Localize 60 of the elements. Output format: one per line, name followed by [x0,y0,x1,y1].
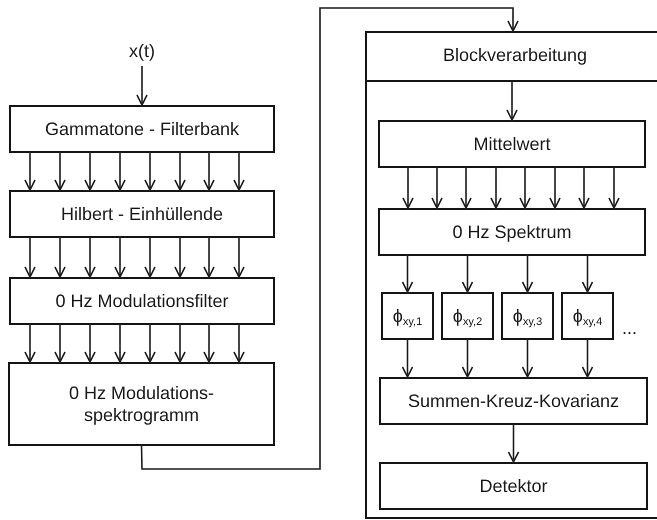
process-box: 0 Hz Modulationsfilter [9,277,275,325]
arrow [506,82,518,121]
arrow [203,153,215,191]
arrow [203,325,215,363]
arrow [24,325,36,363]
process-box: Detektor [379,462,648,510]
arrow [460,168,472,209]
arrow [114,238,126,278]
arrow [233,153,245,191]
arrow [402,256,414,293]
arrow [144,238,156,278]
arrow [140,7,519,470]
function-box: ϕ$_{xy,2}$ [441,292,494,340]
arrow [114,325,126,363]
arrow [402,168,414,209]
arrow [578,168,590,209]
arrow [203,238,215,278]
arrow [54,325,66,363]
arrow [582,256,594,293]
arrow [508,425,520,463]
arrow [54,238,66,278]
arrow [462,256,474,293]
arrow [549,168,561,209]
arrow [174,325,186,363]
arrow [24,153,36,191]
arrow [114,153,126,191]
process-box: Mittelwert [378,120,646,168]
function-box: ϕ$_{xy,4}$ [561,292,614,340]
signal-label: x(t) [122,36,162,66]
function-box: ϕ$_{xy,3}$ [501,292,554,340]
arrow [136,66,148,106]
arrow [608,168,620,209]
arrow [174,238,186,278]
arrow [24,238,36,278]
process-box: Gammatone - Filterbank [9,105,275,153]
arrow [144,153,156,191]
arrow [402,340,414,378]
arrow [490,168,502,209]
process-box: Summen-Kreuz-Kovarianz [379,377,648,425]
function-box: ϕ$_{xy,1}$ [381,292,434,340]
process-box: 0 Hz Modulations- spektrogramm [8,362,275,446]
process-box: 0 Hz Spektrum [378,208,646,256]
arrow [144,325,156,363]
process-box: Hilbert - Einhüllende [9,190,275,238]
arrow [54,153,66,191]
arrow [233,238,245,278]
arrow [84,325,96,363]
arrow [174,153,186,191]
ellipsis-label: ... [622,318,638,339]
arrow [582,340,594,378]
arrow [522,340,534,378]
arrow [233,325,245,363]
arrow [84,153,96,191]
arrow [519,168,531,209]
arrow [462,340,474,378]
arrow [431,168,443,209]
header-box: Blockverarbeitung [365,31,657,82]
arrow [522,256,534,293]
group-frame [365,31,657,519]
arrow [84,238,96,278]
